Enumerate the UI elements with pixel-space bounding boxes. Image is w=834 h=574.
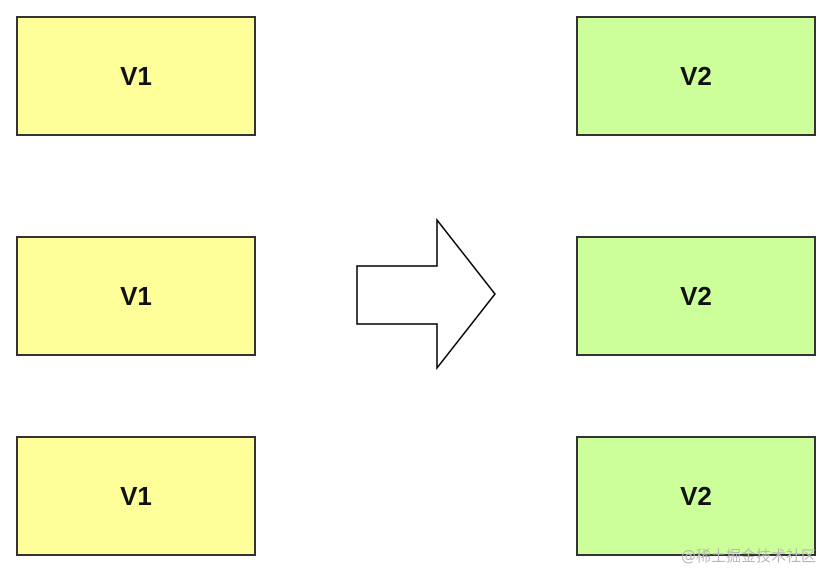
right-arrow-icon [356,218,496,371]
v1-box: V1 [16,16,256,136]
v1-box: V1 [16,436,256,556]
v2-box-label: V2 [680,480,712,511]
v2-box-label: V2 [680,280,712,311]
v1-box: V1 [16,236,256,356]
v2-box: V2 [576,236,816,356]
v2-box-label: V2 [680,60,712,91]
v2-box: V2 [576,436,816,556]
v1-box-label: V1 [120,280,152,311]
v1-box-label: V1 [120,480,152,511]
v2-box: V2 [576,16,816,136]
watermark: @稀土掘金技术社区 [680,547,816,565]
v1-box-label: V1 [120,60,152,91]
